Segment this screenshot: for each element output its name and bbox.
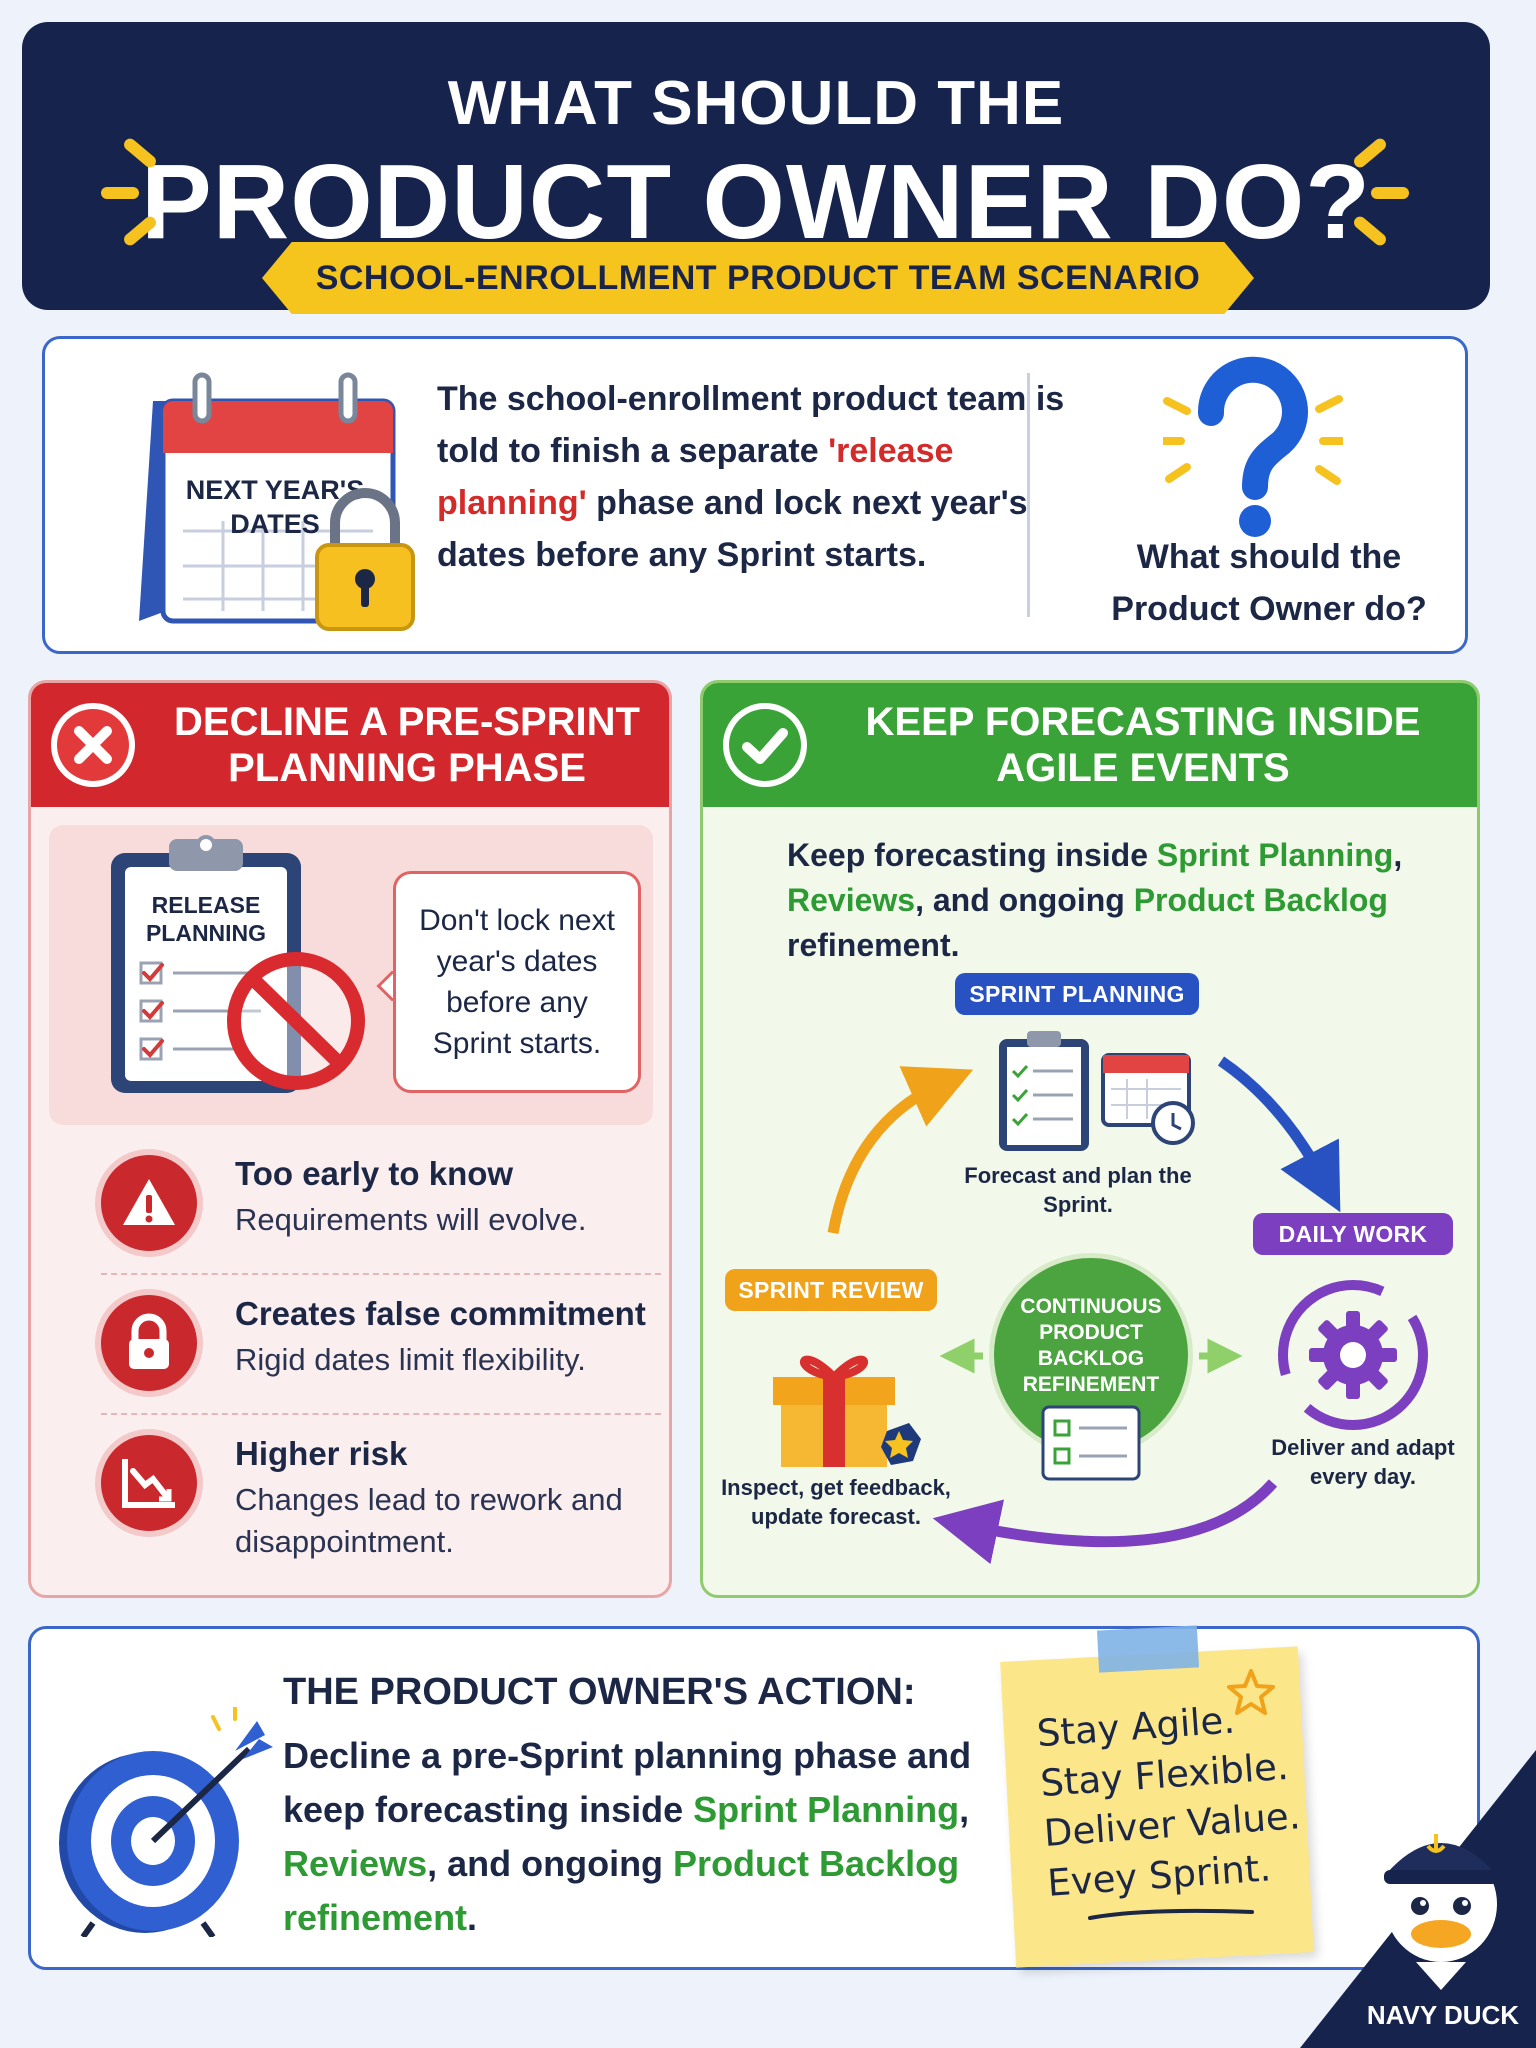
decline-panel: DECLINE A PRE-SPRINT PLANNING PHASE RELE… — [28, 680, 672, 1598]
question-text: What should the Product Owner do? — [1111, 538, 1427, 628]
x-circle — [51, 703, 135, 787]
action-part: , and ongoing — [427, 1843, 674, 1884]
tape — [1096, 1625, 1200, 1673]
target-icon — [59, 1707, 273, 1937]
divider — [101, 1413, 661, 1415]
forecast-panel: KEEP FORECASTING INSIDE AGILE EVENTS Kee… — [700, 680, 1480, 1598]
risk-desc: Requirements will evolve. — [235, 1202, 587, 1237]
action-reviews: Reviews — [283, 1843, 428, 1884]
brand-label: NAVY DUCK — [1366, 2000, 1520, 2030]
title-line2: PRODUCT OWNER DO? — [140, 143, 1372, 261]
clipboard-label-line2: PLANNING — [146, 920, 266, 946]
x-icon — [57, 709, 129, 781]
decline-chart-icon — [95, 1429, 203, 1537]
burst-right-2 — [1371, 187, 1409, 199]
forecast-panel-title: KEEP FORECASTING INSIDE AGILE EVENTS — [865, 700, 1421, 790]
subtitle-ribbon: SCHOOL-ENROLLMENT PRODUCT TEAM SCENARIO — [262, 242, 1254, 314]
title-line1: WHAT SHOULD THE — [447, 69, 1065, 138]
decline-panel-header: DECLINE A PRE-SPRINT PLANNING PHASE — [31, 683, 669, 807]
intro-part: , and ongoing — [915, 882, 1134, 918]
forecast-intro: Keep forecasting inside Sprint Planning,… — [787, 833, 1407, 968]
star-icon — [1227, 1669, 1275, 1715]
sprint-review-pill: SPRINT REVIEW — [725, 1269, 937, 1311]
daily-work-pill: DAILY WORK — [1253, 1213, 1453, 1255]
sprint-planning-icon — [999, 1031, 1195, 1151]
scenario-text-highlight: 'release planning' — [437, 432, 954, 522]
underline-scribble — [1088, 1908, 1254, 1920]
question-mark-icon — [1163, 356, 1343, 537]
speech-bubble: Don't lock next year's dates before any … — [393, 871, 641, 1093]
action-title: THE PRODUCT OWNER'S ACTION: — [283, 1671, 916, 1713]
action-text: Decline a pre-Sprint planning phase and … — [283, 1729, 1003, 1945]
navy-duck-mascot-icon — [1384, 1834, 1498, 2012]
risk-desc: Changes lead to rework and disappointmen… — [235, 1482, 623, 1559]
gear-icon — [1278, 1280, 1428, 1430]
warning-icon — [95, 1149, 203, 1257]
sprint-planning-pill: SPRINT PLANNING — [955, 973, 1199, 1015]
action-product-backlog: Product Backlog refinement — [283, 1843, 960, 1938]
risk-desc: Rigid dates limit flexibility. — [235, 1342, 586, 1377]
intro-product-backlog: Product Backlog — [1133, 882, 1388, 918]
release-planning-clipboard-icon: RELEASE PLANNING — [111, 835, 365, 1093]
scenario-card: NEXT YEAR'S DATES The school-enrollment … — [42, 336, 1468, 654]
decline-panel-title: DECLINE A PRE-SPRINT PLANNING PHASE — [174, 700, 640, 790]
action-part: . — [467, 1897, 478, 1938]
backlog-list-icon — [1041, 1405, 1141, 1481]
check-circle — [723, 703, 807, 787]
backlog-refinement-label: CONTINUOUS PRODUCT BACKLOG REFINEMENT — [1020, 1295, 1162, 1396]
sprint-review-caption: Inspect, get feedback, update forecast. — [721, 1475, 951, 1529]
daily-work-caption: Deliver and adapt every day. — [1271, 1435, 1455, 1489]
calendar-label-line1: NEXT YEAR'S — [186, 475, 364, 505]
agile-cycle-arrows — [827, 1056, 1341, 1565]
scenario-text-before: The school-enrollment product team is to… — [437, 380, 1065, 470]
risk-title: Too early to know — [235, 1155, 514, 1192]
divider — [101, 1273, 661, 1275]
action-part: , — [959, 1789, 970, 1830]
action-part: Decline a pre-Sprint planning phase and … — [283, 1735, 972, 1830]
gift-icon — [773, 1355, 921, 1467]
risk-title: Higher risk — [235, 1435, 408, 1472]
intro-sprint-planning: Sprint Planning — [1156, 837, 1394, 873]
intro-reviews: Reviews — [787, 882, 916, 918]
lock-icon — [95, 1289, 203, 1397]
scenario-text-after: phase and lock next year's dates before … — [437, 484, 1028, 574]
forecast-panel-header: KEEP FORECASTING INSIDE AGILE EVENTS — [703, 683, 1477, 807]
scenario-text: The school-enrollment product team is to… — [437, 373, 1077, 581]
check-icon — [729, 709, 801, 781]
sticky-note-text: Stay Agile. Stay Flexible. Deliver Value… — [1035, 1691, 1308, 1909]
intro-part: refinement. — [787, 927, 960, 963]
burst-left-2 — [101, 187, 139, 199]
risk-title: Creates false commitment — [235, 1295, 646, 1332]
intro-part: , — [1393, 837, 1403, 873]
clipboard-label-line1: RELEASE — [152, 892, 261, 918]
intro-part: Keep forecasting inside — [787, 837, 1157, 873]
calendar-label-line2: DATES — [230, 509, 320, 539]
scenario-divider — [1027, 373, 1030, 617]
calendar-lock-icon: NEXT YEAR'S DATES — [139, 372, 415, 631]
action-sprint-planning: Sprint Planning — [693, 1789, 960, 1830]
subtitle: SCHOOL-ENROLLMENT PRODUCT TEAM SCENARIO — [315, 258, 1201, 297]
sprint-planning-caption: Forecast and plan the Sprint. — [964, 1163, 1192, 1217]
